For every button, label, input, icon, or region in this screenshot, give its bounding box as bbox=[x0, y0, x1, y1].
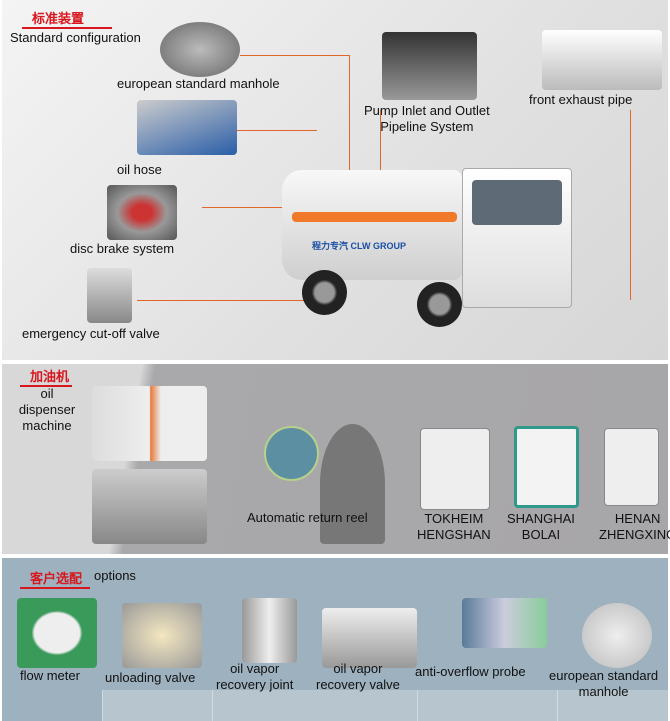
label-flow-meter: flow meter bbox=[20, 668, 80, 683]
label-manhole: european standard manhole bbox=[117, 76, 280, 91]
standard-heading-en: Standard configuration bbox=[10, 30, 141, 45]
flow-meter-image bbox=[17, 598, 97, 668]
brand-line: ZHENGXING bbox=[599, 527, 670, 542]
brand-line: TOKHEIM bbox=[424, 511, 484, 526]
standard-heading-cn: 标准装置 bbox=[22, 8, 112, 29]
disc-brake-image bbox=[107, 185, 177, 240]
oil-hose-image bbox=[137, 100, 237, 155]
callout-line bbox=[349, 55, 350, 185]
dispenser-zhengxing bbox=[604, 428, 659, 506]
dispenser-heading-en: oil dispenser machine bbox=[18, 386, 76, 433]
manhole-image bbox=[160, 22, 240, 77]
brand-line: HENGSHAN bbox=[417, 527, 491, 542]
options-heading-en: options bbox=[94, 568, 136, 583]
pump-image bbox=[382, 32, 477, 100]
tank-stripe bbox=[292, 212, 457, 222]
vapor-joint-image bbox=[242, 598, 297, 663]
truck-windshield bbox=[472, 180, 562, 225]
truck-tank bbox=[282, 170, 462, 280]
callout-line bbox=[237, 130, 317, 131]
desc-strip-probe bbox=[417, 690, 557, 721]
exhaust-image bbox=[542, 30, 662, 90]
label-probe: anti-overflow probe bbox=[415, 664, 526, 679]
truck-logo: 程力专汽 CLW GROUP bbox=[312, 241, 406, 251]
dispenser-section: 加油机 oil dispenser machine Automatic retu… bbox=[2, 364, 670, 554]
desc-strip-unloading bbox=[102, 690, 212, 721]
label-exhaust: front exhaust pipe bbox=[529, 92, 633, 107]
dispenser-heading-cn: 加油机 bbox=[20, 366, 72, 387]
vapor-valve-image bbox=[322, 608, 417, 668]
dispenser-bolai bbox=[514, 426, 579, 508]
callout-line bbox=[202, 207, 302, 208]
brand-line: SHANGHAI bbox=[507, 511, 575, 526]
label-oil-hose: oil hose bbox=[117, 162, 162, 177]
options-section: 客户选配 options flow meter unloading valve … bbox=[2, 558, 668, 721]
manhole-option-image bbox=[582, 603, 652, 668]
label-line: recovery joint bbox=[216, 677, 294, 692]
label-line: oil vapor bbox=[333, 661, 383, 676]
cutoff-valve-image bbox=[87, 268, 132, 323]
label-reel: Automatic return reel bbox=[247, 510, 368, 525]
label-line: oil vapor bbox=[230, 661, 280, 676]
standard-configuration-section: 标准装置 Standard configuration european sta… bbox=[2, 0, 668, 360]
brand-line: HENAN bbox=[614, 511, 661, 526]
desc-strip-manhole bbox=[557, 690, 668, 721]
label-disc-brake: disc brake system bbox=[70, 241, 175, 256]
options-heading-cn: 客户选配 bbox=[20, 568, 90, 589]
label-cutoff-valve: emergency cut-off valve bbox=[22, 326, 160, 341]
label-line: manhole bbox=[578, 684, 629, 699]
desc-strip-vapor bbox=[212, 690, 417, 721]
truck-wheel-front bbox=[417, 282, 462, 327]
nozzle-image bbox=[264, 426, 319, 481]
brand-line: BOLAI bbox=[521, 527, 561, 542]
reel-image bbox=[320, 424, 385, 544]
label-line: european standard bbox=[549, 668, 659, 683]
label-unloading-valve: unloading valve bbox=[105, 670, 196, 685]
dispenser-photo-2 bbox=[92, 469, 207, 544]
probe-image bbox=[462, 598, 547, 648]
callout-line bbox=[137, 300, 337, 301]
dispenser-tokheim bbox=[420, 428, 490, 510]
label-line: recovery valve bbox=[316, 677, 400, 692]
callout-line bbox=[240, 55, 350, 56]
truck-wheel-rear bbox=[302, 270, 347, 315]
unloading-valve-image bbox=[122, 603, 202, 668]
dispenser-photo-1 bbox=[92, 386, 207, 461]
callout-line bbox=[630, 110, 631, 300]
